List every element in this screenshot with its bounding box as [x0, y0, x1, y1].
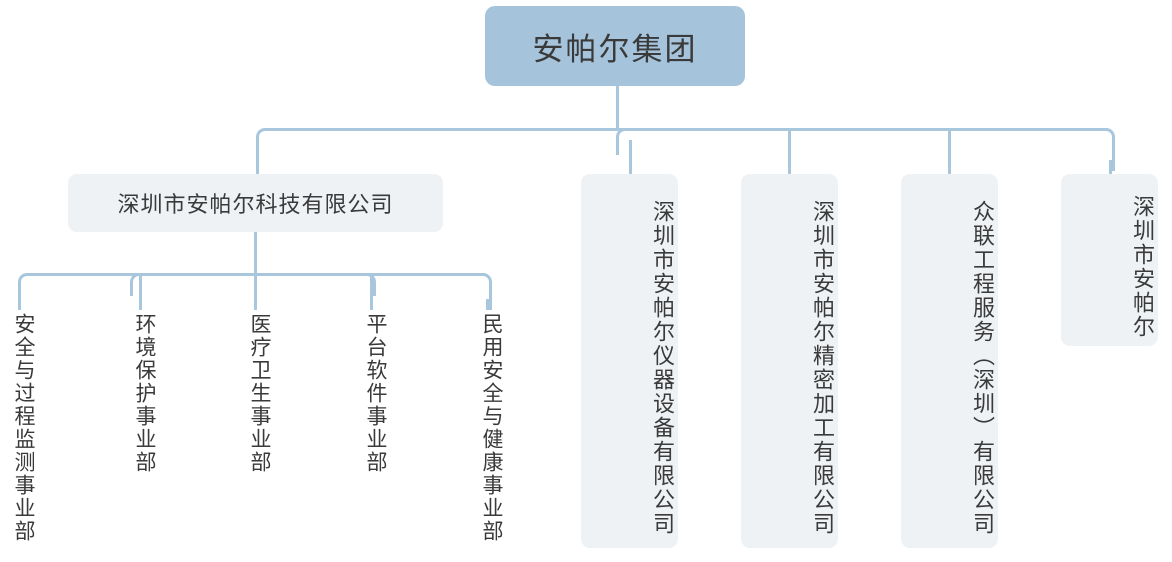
connector-drop-apaer-tech: [256, 160, 259, 174]
connector-division-bus: [30, 273, 485, 276]
connector-root-stem: [616, 86, 619, 130]
node-zhonglian-engineering[interactable]: 众联工程服务（深圳）有限公司: [901, 174, 998, 548]
division-civil-safety-health[interactable]: 民用安全与健康事业部: [476, 313, 506, 543]
connector-drop-division-3: [254, 276, 257, 310]
node-apaer-shenzhen[interactable]: 深圳市安帕尔: [1061, 174, 1158, 346]
node-apaer-technology-label: 深圳市安帕尔科技有限公司: [117, 192, 394, 217]
connector-main-bus: [268, 128, 1108, 131]
node-precision-machining-label: 深圳市安帕尔精密加工有限公司: [810, 200, 835, 536]
division-platform-software[interactable]: 平台软件事业部: [360, 313, 390, 474]
connector-elbow-division-2: [130, 273, 145, 296]
division-environmental-protection-label: 环境保护事业部: [133, 313, 156, 474]
division-safety-process-monitoring-label: 安全与过程监测事业部: [12, 313, 35, 543]
division-safety-process-monitoring[interactable]: 安全与过程监测事业部: [8, 313, 38, 543]
connector-drop-division-1: [18, 299, 21, 310]
connector-drop-apaer-sz: [1109, 160, 1112, 174]
node-root-group[interactable]: 安帕尔集团: [485, 6, 745, 86]
node-instrument-equipment-label: 深圳市安帕尔仪器设备有限公司: [650, 200, 675, 536]
connector-drop-zhonglian: [948, 131, 951, 174]
node-precision-machining[interactable]: 深圳市安帕尔精密加工有限公司: [741, 174, 838, 548]
division-medical-health-label: 医疗卫生事业部: [248, 313, 271, 474]
division-civil-safety-health-label: 民用安全与健康事业部: [480, 313, 503, 543]
division-platform-software-label: 平台软件事业部: [364, 313, 387, 474]
connector-elbow-division-4: [361, 273, 376, 296]
connector-drop-precision: [788, 131, 791, 174]
connector-bus-left-corner: [256, 128, 275, 171]
connector-elbow-instrument: [616, 128, 635, 155]
node-apaer-technology[interactable]: 深圳市安帕尔科技有限公司: [68, 174, 443, 232]
node-instrument-equipment[interactable]: 深圳市安帕尔仪器设备有限公司: [581, 174, 678, 548]
connector-tech-stem: [254, 232, 257, 276]
node-zhonglian-engineering-label: 众联工程服务（深圳）有限公司: [970, 200, 995, 536]
connector-div-bus-left-corner: [18, 273, 37, 310]
connector-drop-instrument: [629, 140, 632, 174]
connector-bus-right-corner: [1096, 128, 1115, 171]
division-environmental-protection[interactable]: 环境保护事业部: [129, 313, 159, 474]
node-apaer-shenzhen-label: 深圳市安帕尔: [1130, 195, 1155, 339]
connector-div-bus-right-corner: [473, 273, 492, 310]
connector-drop-division-5: [486, 299, 489, 310]
division-medical-health[interactable]: 医疗卫生事业部: [244, 313, 274, 474]
node-root-label: 安帕尔集团: [532, 31, 698, 67]
